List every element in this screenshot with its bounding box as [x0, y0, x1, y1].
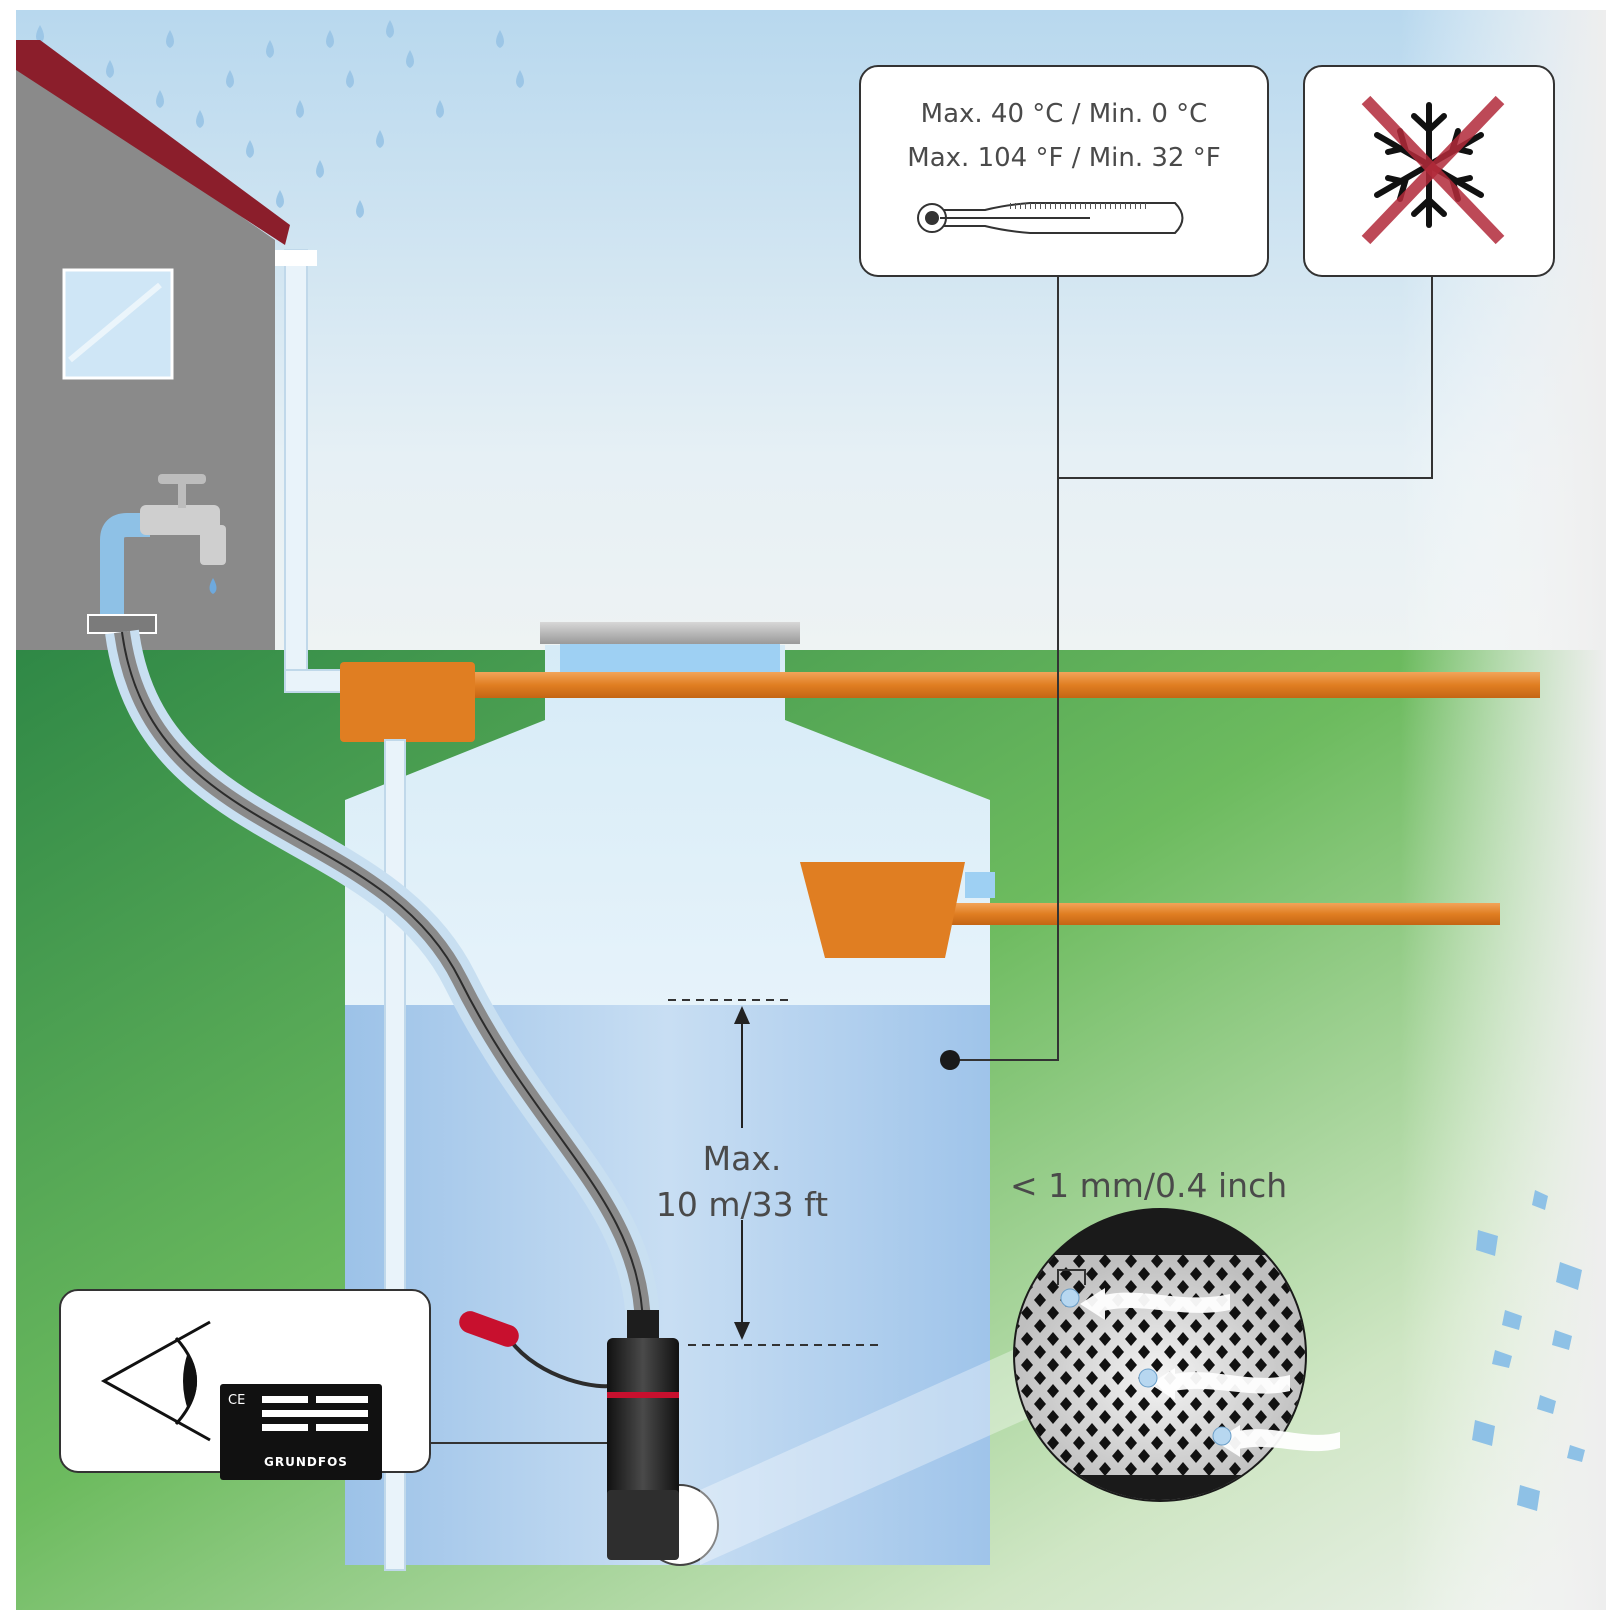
callout-lines [430, 276, 1433, 1444]
crossed-out-snowflake-icon [1361, 95, 1505, 245]
temperature-limits-box: Max. 40 °C / Min. 0 °C Max. 104 °F / Min… [859, 65, 1269, 277]
garden-tap-icon [100, 474, 226, 620]
rain-drops [36, 20, 524, 218]
frost-protection-box [1303, 65, 1555, 277]
depth-label-value: 10 m/33 ft [656, 1185, 828, 1224]
depth-label-max: Max. [703, 1139, 782, 1178]
inlet-filter-magnifier [1013, 1208, 1340, 1502]
ground-outlet [87, 614, 157, 634]
debris-particles [1472, 1190, 1585, 1511]
temperature-celsius-text: Max. 40 °C / Min. 0 °C [921, 99, 1208, 129]
thermometer-icon [917, 202, 1184, 234]
nameplate-brand: GRUNDFOS [264, 1455, 348, 1469]
max-depth-indicator: Max. 10 m/33 ft [656, 999, 880, 1346]
callout-dot [940, 1050, 960, 1070]
temperature-fahrenheit-text: Max. 104 °F / Min. 32 °F [907, 143, 1220, 173]
overflow-pipe [800, 862, 1500, 958]
discharge-hose [105, 629, 660, 1326]
filter-magnification-cone [700, 1320, 1080, 1565]
filter-size-label: < 1 mm/0.4 inch [1010, 1166, 1287, 1205]
nameplate-inspection-box: CE GRUNDFOS [59, 1289, 431, 1480]
eye-nameplate-icon: CE GRUNDFOS [100, 1320, 382, 1480]
ce-mark: CE [228, 1393, 245, 1408]
tank-lid [540, 622, 800, 644]
submersible-pump [607, 1310, 719, 1566]
house [16, 40, 346, 693]
